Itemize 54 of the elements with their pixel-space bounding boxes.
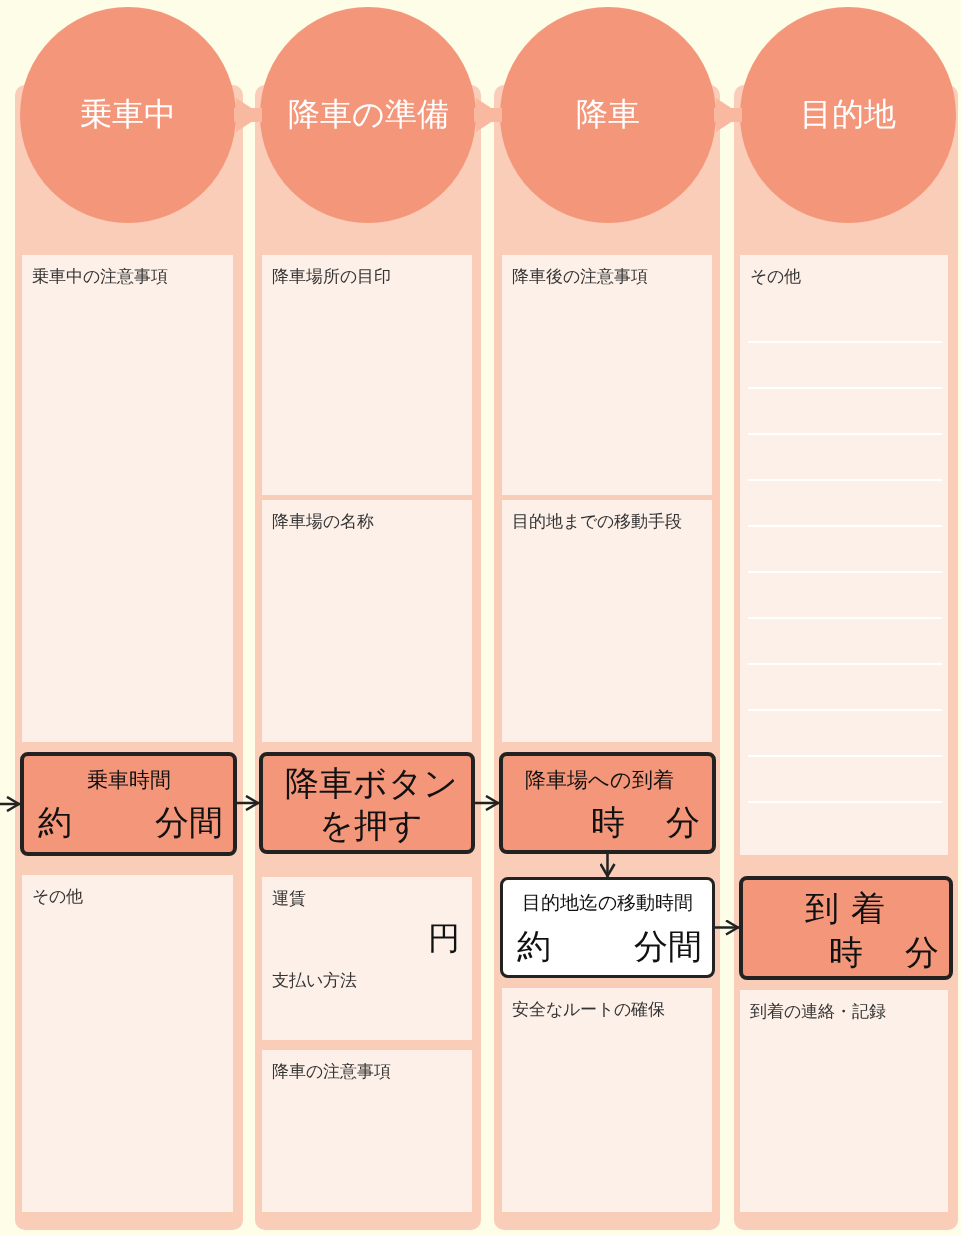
unit-label: 分 [905,931,939,974]
unit-label: 円 [428,918,460,959]
fare-panel [262,877,472,1040]
field-label: その他 [32,885,83,908]
lined-note-panel [740,255,948,855]
field-label: 乗車中の注意事項 [32,265,168,288]
stage-title: 乗車中 [80,94,176,135]
note-panel [22,255,233,742]
step-title: 降車ボタンを押す [283,762,459,846]
arrow [0,795,21,813]
note-panel [262,255,472,495]
field-label: 運賃 [272,887,306,910]
field-label: 降車場所の目印 [272,265,391,288]
note-panel [502,988,712,1212]
field-label: 降車の注意事項 [272,1060,391,1083]
field-label: 目的地までの移動手段 [512,510,682,533]
arrow [715,919,740,936]
field-label: 支払い方法 [272,969,357,992]
stage-title: 目的地 [800,94,896,135]
field-label: 到着の連絡・記録 [750,1000,886,1023]
unit-label: 分間 [634,925,702,968]
time-box [499,752,716,854]
note-panel [502,500,712,742]
step-title: 降車場への到着 [525,767,674,794]
note-panel [22,875,233,1212]
unit-label: 分 [666,801,700,844]
stage-title: 降車 [576,94,640,135]
step-title: 目的地迄の移動時間 [522,890,693,915]
unit-label: 時 [591,801,625,844]
note-panel [262,500,472,742]
step-title: 乗車時間 [86,767,171,794]
time-box [500,877,715,978]
unit-label: 分間 [155,801,223,844]
field-label: その他 [750,265,801,288]
unit-label: 約 [38,801,72,844]
field-label: 安全なルートの確保 [512,998,665,1021]
arrow [234,98,262,132]
arrow [237,794,260,812]
arrow [714,98,742,132]
field-label: 降車場の名称 [272,510,374,533]
unit-label: 約 [517,925,551,968]
step-box [259,752,475,854]
unit-label: 時 [829,931,863,974]
arrival-box [739,876,953,980]
stage-title: 降車の準備 [287,94,449,135]
arrow [475,794,500,812]
field-label: 降車後の注意事項 [512,265,648,288]
arrow [474,98,502,132]
note-panel [740,990,948,1212]
step-title: 到着 [805,887,897,930]
arrow [599,854,616,878]
note-panel [502,255,712,495]
time-box [20,752,237,856]
note-panel [262,1050,472,1212]
